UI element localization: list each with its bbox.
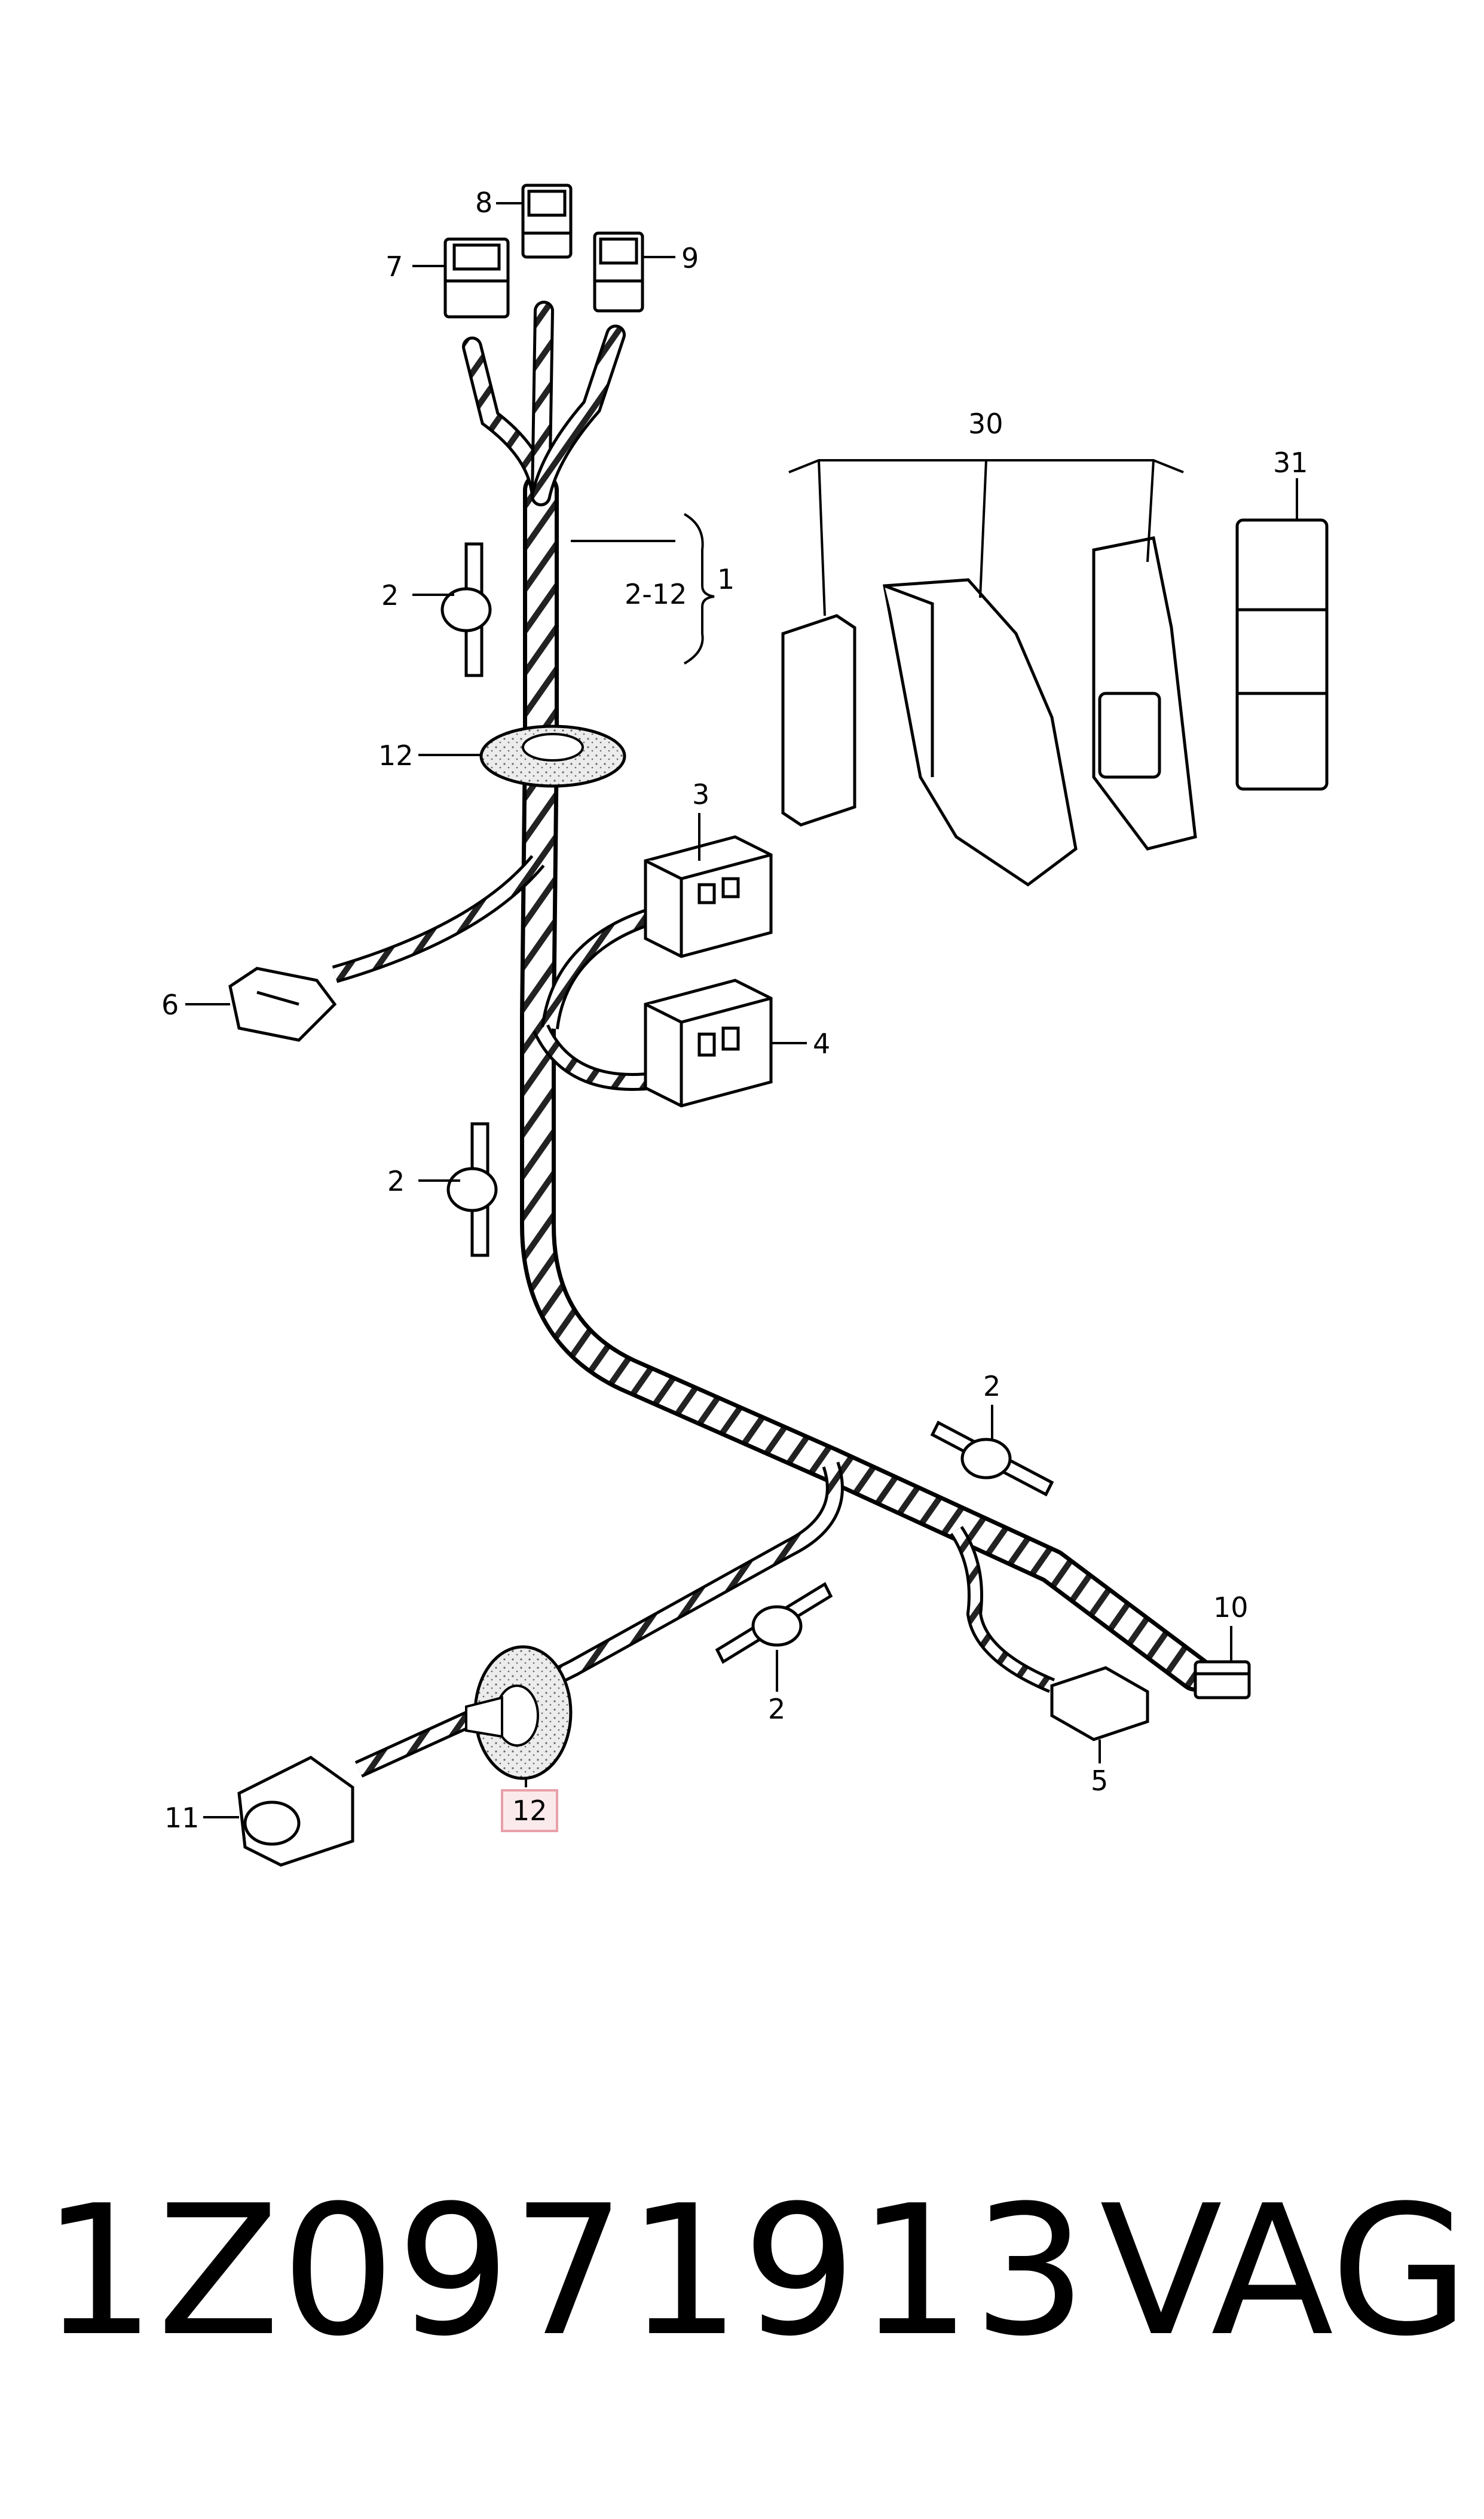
callout-labels: 8 7 9 30 31 1 2-12 2 12 3 6 4 2 2 10 2 5…: [161, 187, 1308, 1834]
callout-1: 1: [717, 563, 735, 595]
cable-clip-4: [715, 1582, 833, 1664]
callout-2-clip-2: 2: [387, 1165, 405, 1197]
part-number: 1Z0971913: [42, 2167, 1088, 2376]
branch-to-6: [332, 855, 545, 983]
callout-3: 3: [692, 778, 709, 811]
connector-7: [443, 237, 510, 319]
callout-7: 7: [385, 250, 403, 283]
callout-5: 5: [1091, 1765, 1108, 1797]
part-31-connector-housing: [1235, 518, 1329, 791]
harness-trunk: [520, 472, 1213, 1692]
callout-2-clip-1: 2: [381, 579, 399, 612]
callout-9: 9: [681, 242, 699, 274]
callout-11: 11: [164, 1802, 200, 1834]
connector-10: [1194, 1660, 1251, 1699]
bracket-30: [788, 459, 1184, 616]
callout-2-12: 2-12: [625, 578, 687, 610]
callout-6: 6: [161, 989, 179, 1021]
connector-11: [237, 1756, 354, 1867]
callout-4: 4: [813, 1028, 830, 1060]
top-branches: [462, 301, 626, 506]
branch-to-5: [950, 1526, 1055, 1693]
callout-30: 30: [968, 408, 1003, 440]
grommet-upper: [479, 724, 626, 788]
callout-8: 8: [475, 187, 492, 219]
cable-clip-3: [930, 1420, 1054, 1497]
brand-name: VAG: [1100, 2167, 1470, 2376]
callout-10: 10: [1213, 1591, 1249, 1624]
highlight-box-12: [501, 1789, 558, 1832]
connector-8: [521, 184, 573, 259]
callout-2-clip-4: 2: [768, 1693, 785, 1725]
callout-12-upper: 12: [378, 739, 414, 772]
connector-9: [593, 231, 644, 313]
callout-31: 31: [1273, 447, 1308, 479]
part-30-seals: [781, 536, 1197, 887]
connector-6: [228, 967, 337, 1042]
leader-lines: [185, 202, 1298, 1818]
connector-3: [644, 835, 773, 958]
callout-12-lower: 12: [512, 1795, 547, 1827]
connector-5: [1050, 1666, 1149, 1741]
callout-2-clip-3: 2: [983, 1370, 1000, 1402]
connector-4: [644, 979, 773, 1108]
branch-to-11: [354, 1462, 844, 1778]
cable-clip-2: [446, 1122, 498, 1257]
cable-clip-1: [440, 542, 492, 677]
grommet-lower: [465, 1645, 573, 1780]
